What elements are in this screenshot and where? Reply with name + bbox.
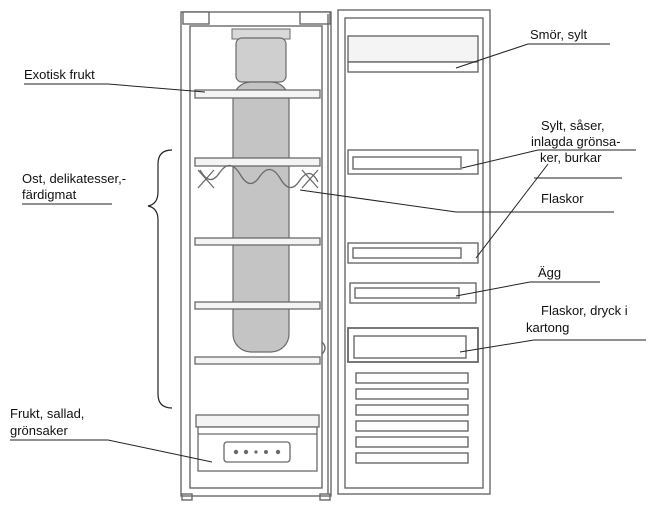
shelf-5 — [194, 356, 321, 365]
door-bin-2 — [347, 242, 479, 264]
label-flaskor-dryck-line1: Flaskor, dryck i — [541, 303, 628, 318]
top-hinge-left — [182, 11, 210, 25]
egg-tray-front — [354, 287, 460, 299]
label-frukt-line2: grönsaker — [10, 423, 68, 438]
crisper-dots — [233, 449, 281, 455]
leader-flaskor-3 — [299, 189, 457, 213]
dot-4 — [264, 450, 268, 454]
cabinet-outline — [180, 11, 332, 497]
label-flaskor-dryck-line2: kartong — [526, 320, 570, 335]
leader-sylt-3 — [475, 163, 549, 259]
door-bin-1-front — [352, 156, 462, 170]
cabinet-inner — [189, 25, 323, 489]
dot-3 — [254, 450, 258, 454]
cabinet — [180, 11, 332, 501]
dot-2 — [243, 449, 249, 455]
label-exotisk-frukt: Exotisk frukt — [24, 67, 95, 82]
shelf-2 — [194, 157, 321, 167]
leader-smor-2 — [455, 43, 529, 69]
label-agg: Ägg — [538, 265, 562, 280]
shelf-3 — [194, 237, 321, 246]
leader-sylt-2 — [461, 149, 539, 169]
shelves — [194, 89, 321, 365]
rack-cross-2 — [197, 169, 215, 189]
label-flaskor: Flaskor — [541, 191, 584, 206]
leader-lines — [10, 43, 646, 463]
leader-exotisk-2 — [107, 83, 206, 93]
top-hinge-right — [299, 11, 331, 25]
slat-2 — [355, 388, 469, 400]
fan-housing — [235, 37, 287, 83]
bottle-bin — [347, 327, 479, 363]
butter-lid — [347, 61, 479, 73]
slat-5 — [355, 436, 469, 448]
label-smor-sylt: Smör, sylt — [530, 27, 588, 42]
door — [337, 9, 491, 495]
label-sylt-line1: Sylt, såser, — [541, 118, 605, 133]
fan-column — [231, 28, 291, 353]
butter-compartment — [347, 35, 479, 63]
side-knob — [321, 341, 326, 355]
egg-tray — [349, 282, 477, 304]
crisper-lid — [195, 414, 320, 428]
slat-6 — [355, 452, 469, 464]
bottle-rack — [197, 164, 319, 189]
door-bin-1 — [347, 149, 479, 175]
crisper-drawer — [195, 414, 320, 472]
door-inner — [344, 17, 484, 489]
shelf-4 — [194, 301, 321, 310]
slat-4 — [355, 420, 469, 432]
foot-left — [181, 493, 193, 501]
leader-frukt-2 — [107, 439, 213, 463]
leader-flaskor-dryck-2 — [459, 339, 535, 353]
dot-5 — [275, 449, 281, 455]
fan-tube — [232, 81, 290, 353]
shelf-1 — [194, 89, 321, 99]
label-sylt-line3: ker, burkar — [540, 150, 602, 165]
label-frukt-line1: Frukt, sallad, — [10, 406, 85, 421]
door-outline — [337, 9, 491, 495]
label-ost-line1: Ost, delikatesser,- — [22, 171, 127, 186]
bottle-bin-front — [353, 335, 467, 359]
label-bracket — [147, 149, 173, 409]
dot-1 — [233, 449, 239, 455]
bottle-rack-wave — [199, 164, 319, 189]
rack-cross-4 — [301, 169, 319, 189]
slat-3 — [355, 404, 469, 416]
door-bin-2-front — [352, 247, 462, 259]
foot-right — [319, 493, 331, 501]
slat-1 — [355, 372, 469, 384]
label-sylt-line2: inlagda grönsa- — [531, 134, 621, 149]
leader-agg-2 — [455, 281, 531, 297]
label-ost-line2: färdigmat — [22, 187, 77, 202]
